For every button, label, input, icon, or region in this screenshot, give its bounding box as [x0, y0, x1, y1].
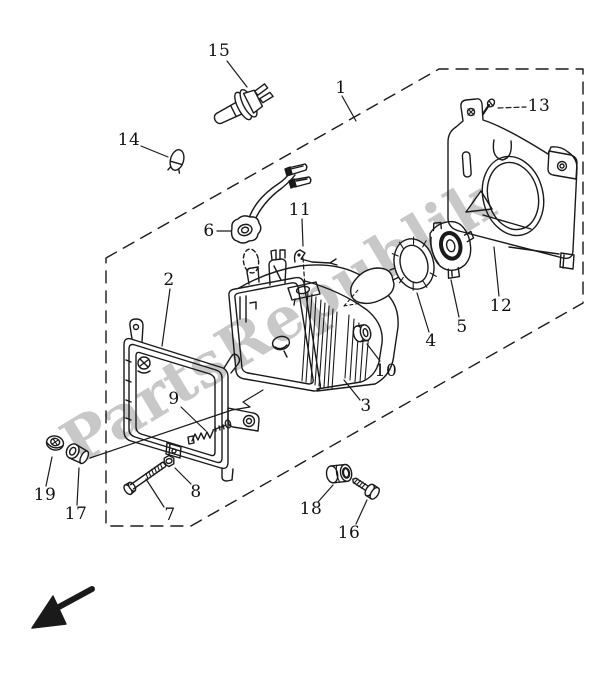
part-14-wedge-bulb	[167, 149, 185, 174]
part-3-headlight-unit	[228, 249, 399, 392]
part-19-cap-nut	[45, 435, 65, 451]
part-16-bolt	[352, 477, 381, 500]
part-10-nut	[352, 324, 372, 343]
part-15-halogen-bulb	[213, 83, 274, 125]
part-11-wire-clip	[293, 249, 338, 266]
part-12-rubber-cover	[447, 98, 578, 270]
assembly-boundary	[105, 68, 584, 527]
part-18-damper	[325, 463, 353, 484]
part-5-socket-holder	[429, 220, 475, 279]
part-8-nut	[163, 454, 175, 468]
part-4-retaining-ring	[391, 236, 437, 291]
part-7-bolt	[123, 461, 167, 496]
part-2-mounting-frame	[123, 318, 260, 482]
part-6-socket-wires	[230, 163, 312, 274]
part-17-adjuster-knob	[65, 443, 90, 465]
leader-lines	[45, 60, 527, 525]
direction-arrow-icon	[31, 586, 95, 629]
part-13-screw	[481, 98, 496, 116]
